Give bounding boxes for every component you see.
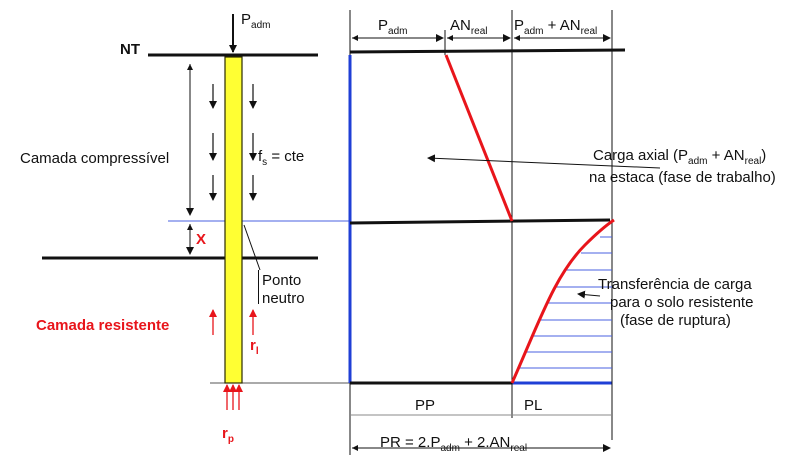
pr-label: PR = 2.Padm + 2.ANreal	[380, 434, 527, 454]
nt-label: NT	[120, 41, 140, 58]
rl-label: rl	[250, 337, 259, 357]
axial-load-line	[444, 54, 514, 222]
diagram-top-line	[349, 48, 626, 54]
transfer-callout-arrow	[577, 290, 601, 299]
top-an-real-label: ANreal	[450, 17, 488, 37]
resistant-layer-label: Camada resistente	[36, 317, 169, 334]
load-transfer-curve	[510, 218, 615, 384]
pl-label: PL	[524, 397, 542, 414]
neutro-label: neutro	[262, 290, 305, 307]
transfer-label-1: Transferência de carga	[598, 276, 752, 293]
axial-load-callout-arrow	[427, 154, 661, 169]
rp-label: rp	[222, 425, 234, 445]
load-transfer-hatch	[518, 236, 612, 369]
pp-label: PP	[415, 397, 435, 414]
neutral-point-callout-box	[258, 270, 259, 304]
x-label: X	[196, 231, 206, 248]
diagram-neutral-line	[349, 218, 611, 225]
pile	[224, 56, 243, 384]
tip-resistance-arrows	[223, 384, 243, 410]
compressible-layer-label: Camada compressível	[20, 150, 169, 167]
top-sum-label: Padm + ANreal	[514, 17, 597, 37]
fs-label: fs = cte	[258, 148, 304, 168]
top-p-adm-label: Padm	[378, 17, 407, 37]
p-adm-top-label: Padm	[241, 11, 270, 31]
ponto-label: Ponto	[262, 272, 301, 289]
axial-load-label-1: Carga axial (Padm + ANreal)	[593, 147, 766, 167]
axial-load-label-2: na estaca (fase de trabalho)	[589, 169, 776, 186]
transfer-label-3: (fase de ruptura)	[620, 312, 731, 329]
transfer-label-2: para o solo resistente	[610, 294, 753, 311]
neutral-point-leader	[243, 224, 261, 271]
